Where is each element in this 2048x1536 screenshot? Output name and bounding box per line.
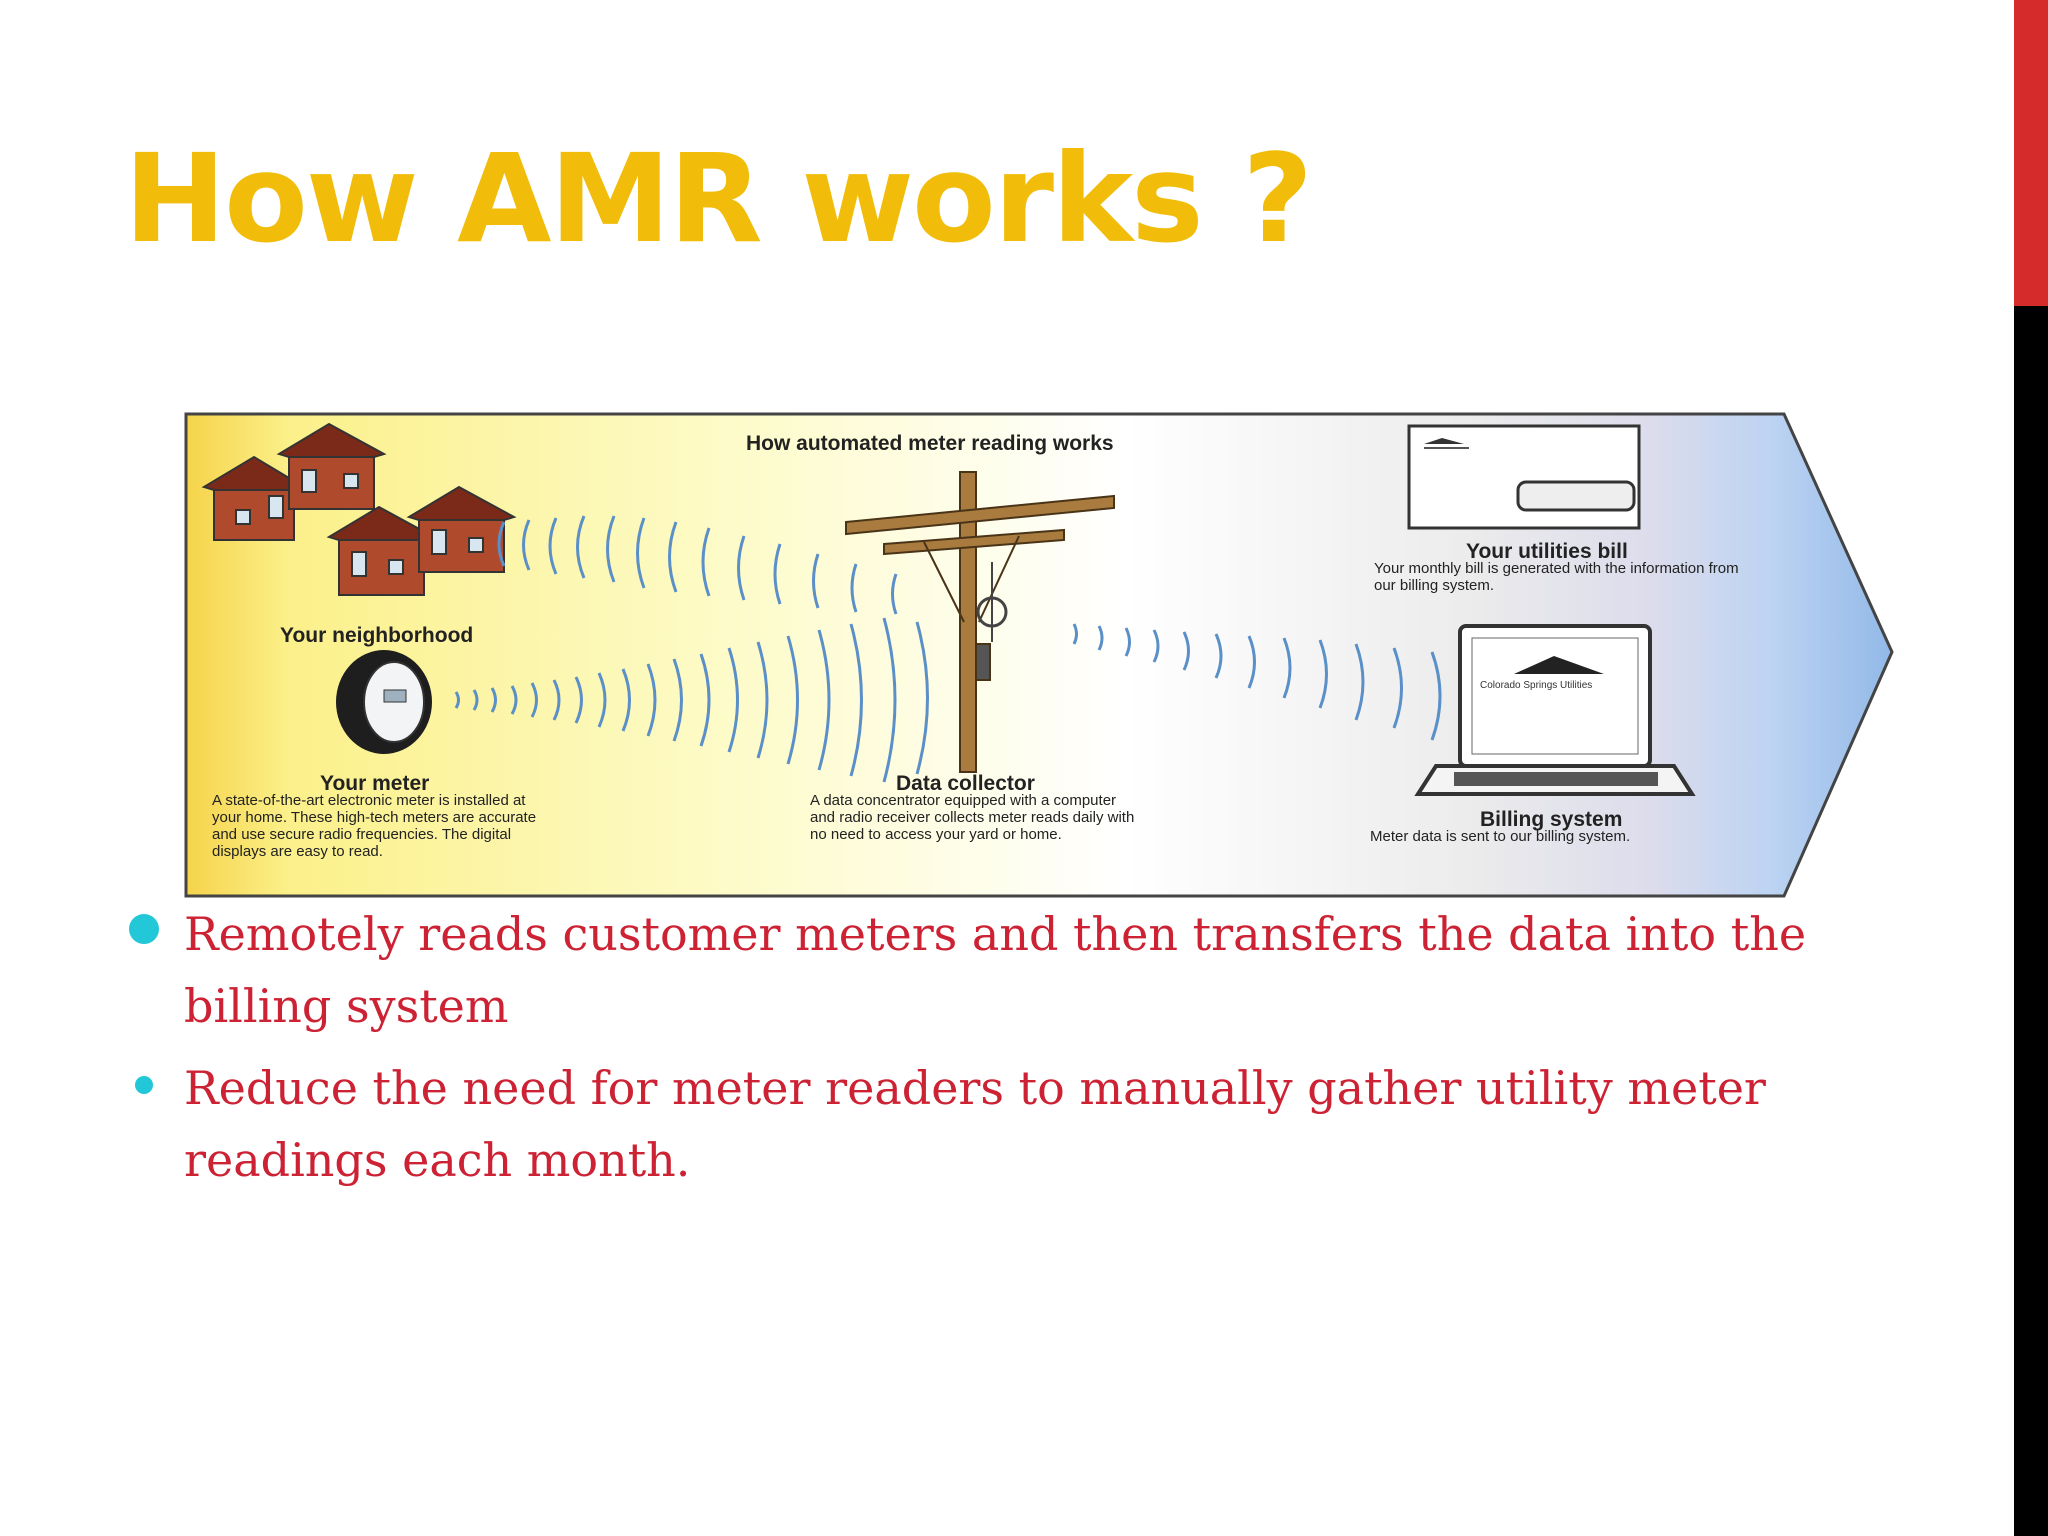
slide-title: How AMR works ? <box>124 128 1313 270</box>
radio-waves <box>497 515 898 615</box>
laptop-screen-text: Colorado Springs Utilities <box>1480 680 1593 691</box>
accent-bar-black <box>2014 306 2048 1536</box>
billing-system-title: Billing system <box>1480 808 1623 831</box>
data-collector-description: A data concentrator equipped with a comp… <box>810 792 1135 843</box>
bullet-dot-icon <box>135 1076 153 1094</box>
house-icon <box>406 485 517 573</box>
bullet-dot-icon <box>129 914 159 944</box>
bullet-list: Remotely reads customer meters and then … <box>124 898 1924 1196</box>
bullet-text: Remotely reads customer meters and then … <box>184 907 1807 1033</box>
amr-diagram-graphic <box>184 412 1894 898</box>
meter-title: Your meter <box>320 772 430 795</box>
house-icon <box>201 455 307 541</box>
utility-pole-icon <box>845 471 1115 773</box>
bullet-item: Reduce the need for meter readers to man… <box>124 1052 1924 1196</box>
utilities-bill-title: Your utilities bill <box>1466 540 1628 563</box>
diagram-heading: How automated meter reading works <box>746 432 1114 455</box>
bullet-item: Remotely reads customer meters and then … <box>124 898 1924 1042</box>
amr-diagram: How automated meter reading works Your n… <box>184 412 1896 898</box>
meter-icon <box>336 650 432 754</box>
meter-description: A state-of-the-art electronic meter is i… <box>212 792 537 860</box>
bill-icon <box>1407 424 1641 530</box>
house-icon <box>276 422 387 510</box>
utilities-bill-description: Your monthly bill is generated with the … <box>1374 560 1739 594</box>
billing-system-description: Meter data is sent to our billing system… <box>1370 828 1631 845</box>
bullet-text: Reduce the need for meter readers to man… <box>184 1061 1766 1187</box>
laptop-icon <box>1414 624 1696 796</box>
neighborhood-label: Your neighborhood <box>280 624 474 647</box>
accent-bar-red <box>2014 0 2048 306</box>
data-collector-title: Data collector <box>896 772 1035 795</box>
radio-waves <box>454 617 929 783</box>
